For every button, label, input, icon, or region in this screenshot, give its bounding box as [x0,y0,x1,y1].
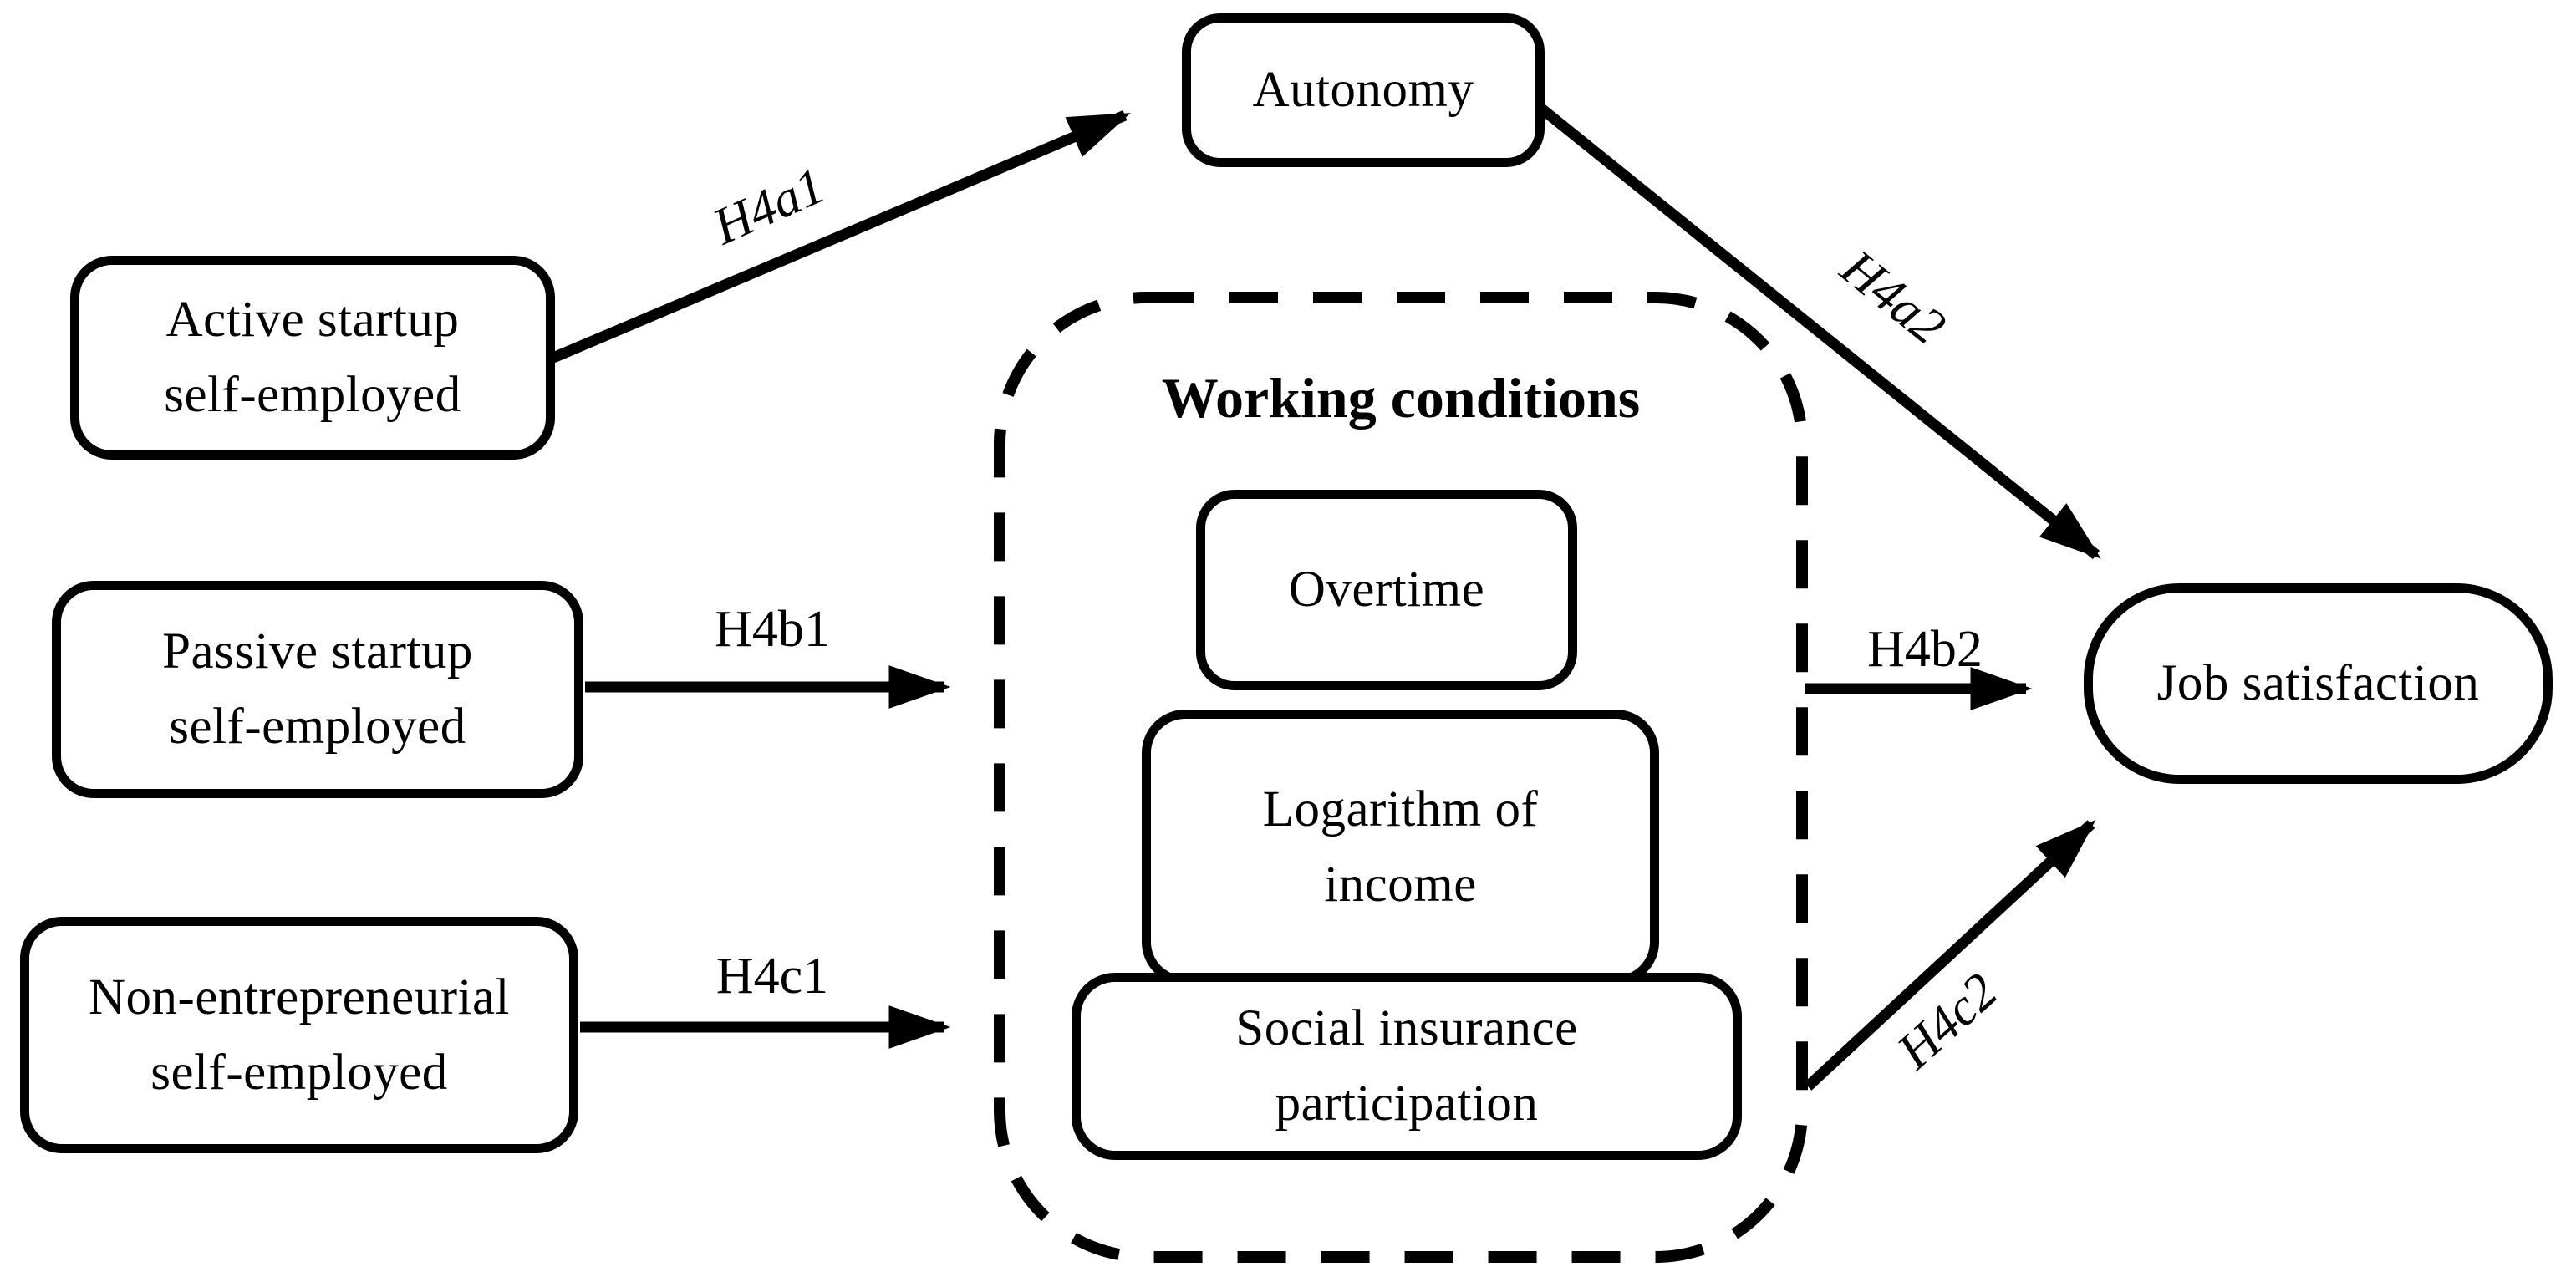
node-label-line: self-employed [150,1044,448,1101]
node-label-line: Social insurance [1235,1000,1578,1056]
edge-label-h4b2: H4b2 [1867,621,1983,678]
node-autonomy: Autonomy [1182,13,1545,167]
node-label-line: Logarithm of [1262,781,1539,837]
node-label-line: self-employed [169,699,466,755]
node-active-startup-self-employed: Active startup self-employed [70,256,555,460]
node-social-insurance-participation: Social insurance participation [1072,973,1742,1160]
working-conditions-group-border [994,292,1808,1263]
node-label-line: Non-entrepreneurial [88,969,511,1025]
node-label-line: income [1324,857,1477,913]
node-label-line: Passive startup [162,623,473,679]
node-label-line: Autonomy [1252,62,1474,118]
edge-label-h4b1: H4b1 [715,601,830,658]
node-label-line: Overtime [1288,562,1485,618]
node-label-line: self-employed [164,367,461,423]
h4a1-arrow [551,110,1131,363]
node-passive-startup-self-employed: Passive startup self-employed [52,581,583,798]
node-overtime: Overtime [1196,490,1577,690]
h4a2-arrow [1519,89,2101,560]
node-label-line: participation [1275,1076,1539,1132]
node-logarithm-of-income: Logarithm of income [1142,710,1659,985]
working-conditions-group-title: Working conditions [1161,366,1641,430]
node-job-satisfaction: Job satisfaction [2084,583,2553,784]
node-label-line: Active startup [165,292,460,348]
node-label-line: Job satisfaction [2156,655,2480,711]
node-non-entrepreneurial-self-employed: Non-entrepreneurial self-employed [20,917,578,1153]
edge-label-h4c1: H4c1 [715,948,829,1005]
h4c2-arrow [1804,819,2096,1091]
